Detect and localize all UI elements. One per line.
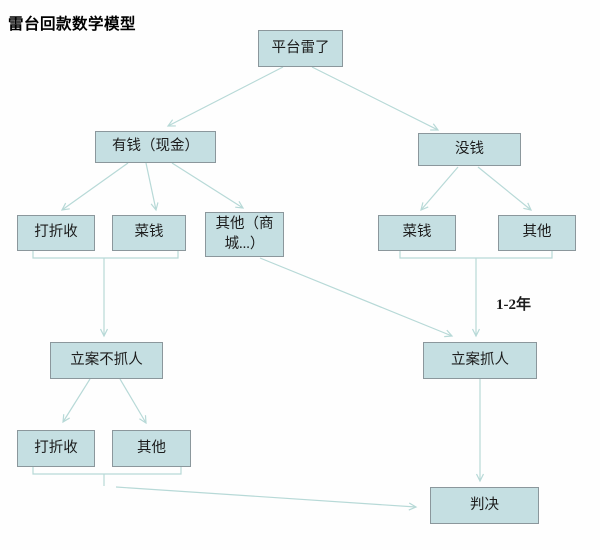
bracket-bottom-group xyxy=(32,466,182,475)
edge-no-money-to-other xyxy=(477,166,533,211)
edge-case-no-arrest-to-discount xyxy=(62,378,91,424)
edge-has-money-to-other-mall xyxy=(171,162,245,209)
edge-bottom-group-to-verdict xyxy=(115,486,418,511)
edge-root-to-has-money xyxy=(166,66,284,127)
edge-has-money-to-discount xyxy=(60,162,129,211)
node-verdict: 判决 xyxy=(430,487,539,524)
node-other-bottom: 其他 xyxy=(112,430,191,467)
edge-has-money-to-caiqian xyxy=(145,162,159,212)
node-other-mall: 其他（商城...） xyxy=(205,212,284,257)
node-no-money: 没钱 xyxy=(418,133,521,166)
node-has-money-cash: 有钱（现金） xyxy=(95,131,216,163)
edge-no-money-to-caiqian xyxy=(420,166,459,212)
node-other-right: 其他 xyxy=(498,215,576,251)
node-case-filed-no-arrest: 立案不抓人 xyxy=(50,342,163,379)
node-caiqian-right: 菜钱 xyxy=(378,215,456,251)
bracket-left-group xyxy=(32,250,179,259)
node-caiqian-left: 菜钱 xyxy=(112,215,186,251)
duration-label: 1-2年 xyxy=(496,297,531,313)
edge-case-no-arrest-to-other xyxy=(119,378,147,425)
node-discount-bottom: 打折收 xyxy=(17,430,95,467)
edge-other-mall-to-case-arrest xyxy=(259,257,454,338)
node-discount-left: 打折收 xyxy=(17,215,95,251)
page-title: 雷台回款数学模型 xyxy=(8,16,137,33)
bracket-right-group xyxy=(399,250,553,259)
node-platform-collapsed: 平台雷了 xyxy=(258,30,343,67)
node-case-filed-arrest: 立案抓人 xyxy=(423,342,537,379)
edge-root-to-no-money xyxy=(311,66,440,131)
